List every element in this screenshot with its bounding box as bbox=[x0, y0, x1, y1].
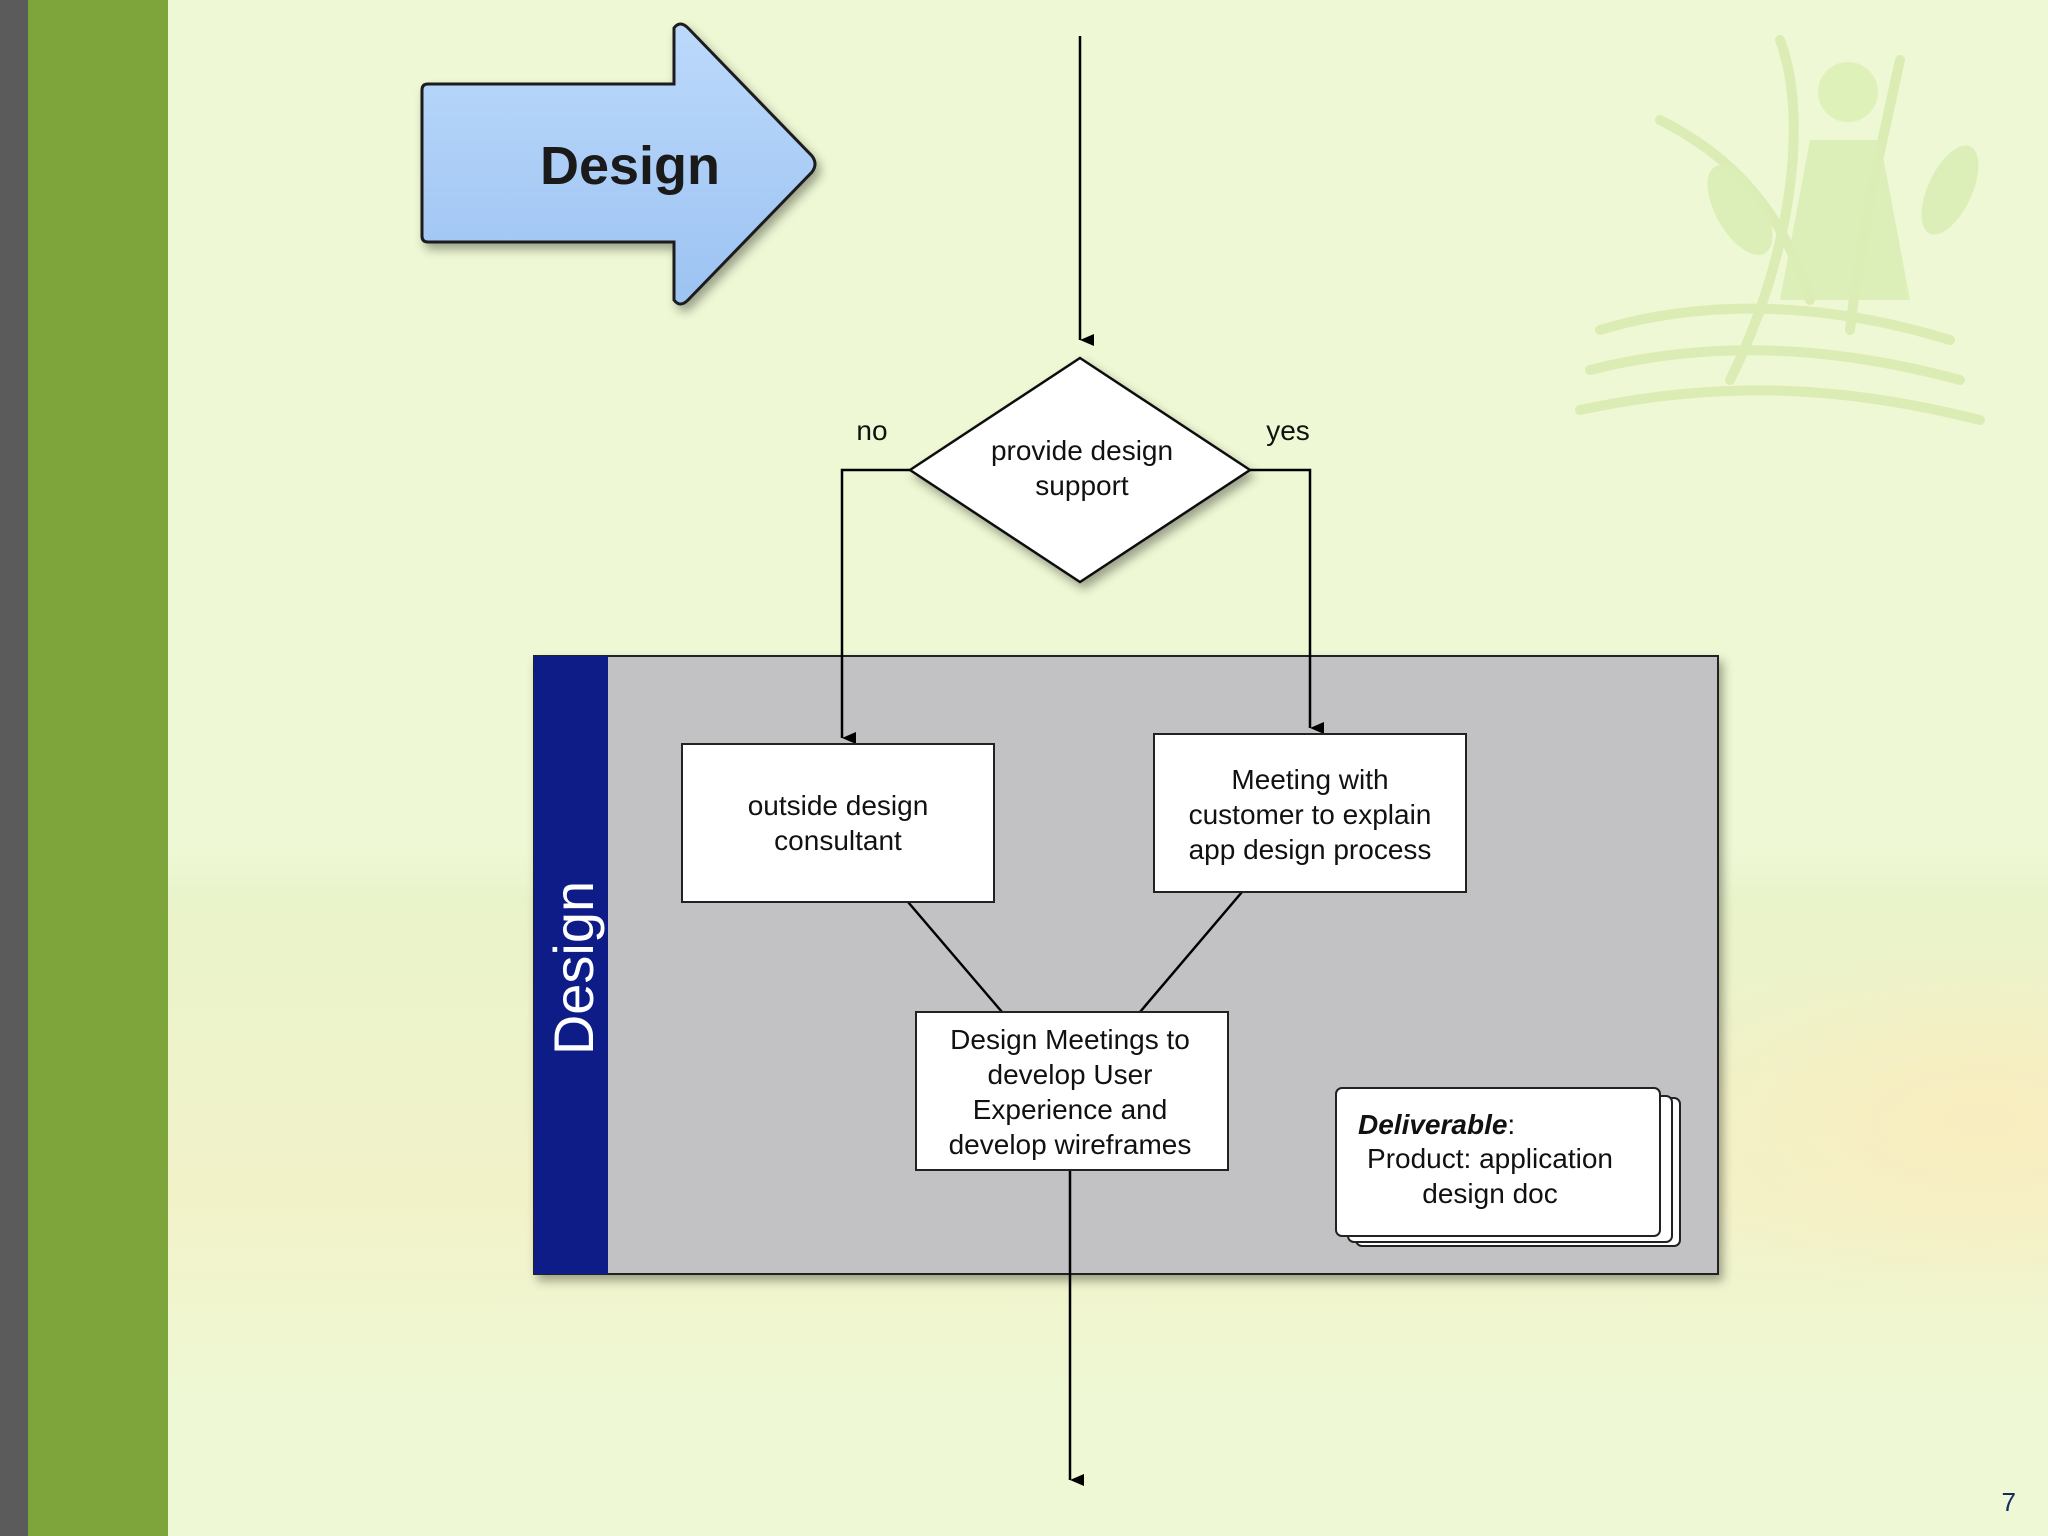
page-number: 7 bbox=[2001, 1487, 2016, 1517]
design-meetings-text-line2: develop User bbox=[988, 1059, 1153, 1090]
yes-branch-connector bbox=[1250, 468, 1324, 734]
design-meetings-box bbox=[915, 1011, 1229, 1171]
deliverable-text-line1: Product: application bbox=[1367, 1143, 1613, 1174]
decision-text-line1: provide design bbox=[991, 435, 1173, 466]
meeting-text-line3: app design process bbox=[1189, 834, 1432, 865]
no-branch-connector bbox=[840, 468, 910, 744]
consultant-to-meetings-connector bbox=[907, 901, 1003, 1013]
deliverable-card-stack bbox=[1335, 1087, 1681, 1247]
meeting-text-line1: Meeting with bbox=[1231, 764, 1388, 795]
design-arrow-label: Design bbox=[540, 136, 720, 196]
design-arrow-shape bbox=[420, 22, 817, 306]
consultant-box bbox=[681, 743, 995, 903]
deliverable-text-line2: design doc bbox=[1422, 1178, 1557, 1209]
deliverable-title-colon: : bbox=[1507, 1109, 1515, 1140]
no-branch-label: no bbox=[856, 415, 887, 446]
consultant-text-line2: consultant bbox=[774, 825, 902, 856]
background-logo-watermark bbox=[1575, 35, 1985, 425]
deliverable-title: Deliverable: bbox=[1358, 1109, 1515, 1140]
decision-text-line2: support bbox=[1035, 470, 1129, 501]
yes-branch-label: yes bbox=[1266, 415, 1310, 446]
design-meetings-text-line4: develop wireframes bbox=[949, 1129, 1192, 1160]
meeting-to-meetings-connector bbox=[1139, 891, 1243, 1013]
left-green-bar bbox=[28, 0, 168, 1536]
left-dark-bar bbox=[0, 0, 28, 1536]
decision-diamond bbox=[907, 356, 1253, 584]
design-meetings-text-line1: Design Meetings to bbox=[950, 1024, 1190, 1055]
swimlane-label: Design bbox=[542, 881, 605, 1055]
meeting-text-line2: customer to explain bbox=[1189, 799, 1432, 830]
consultant-text-line1: outside design bbox=[748, 790, 929, 821]
design-meetings-text-line3: Experience and bbox=[973, 1094, 1168, 1125]
deliverable-title-label: Deliverable bbox=[1358, 1109, 1507, 1140]
meeting-box bbox=[1153, 733, 1467, 893]
